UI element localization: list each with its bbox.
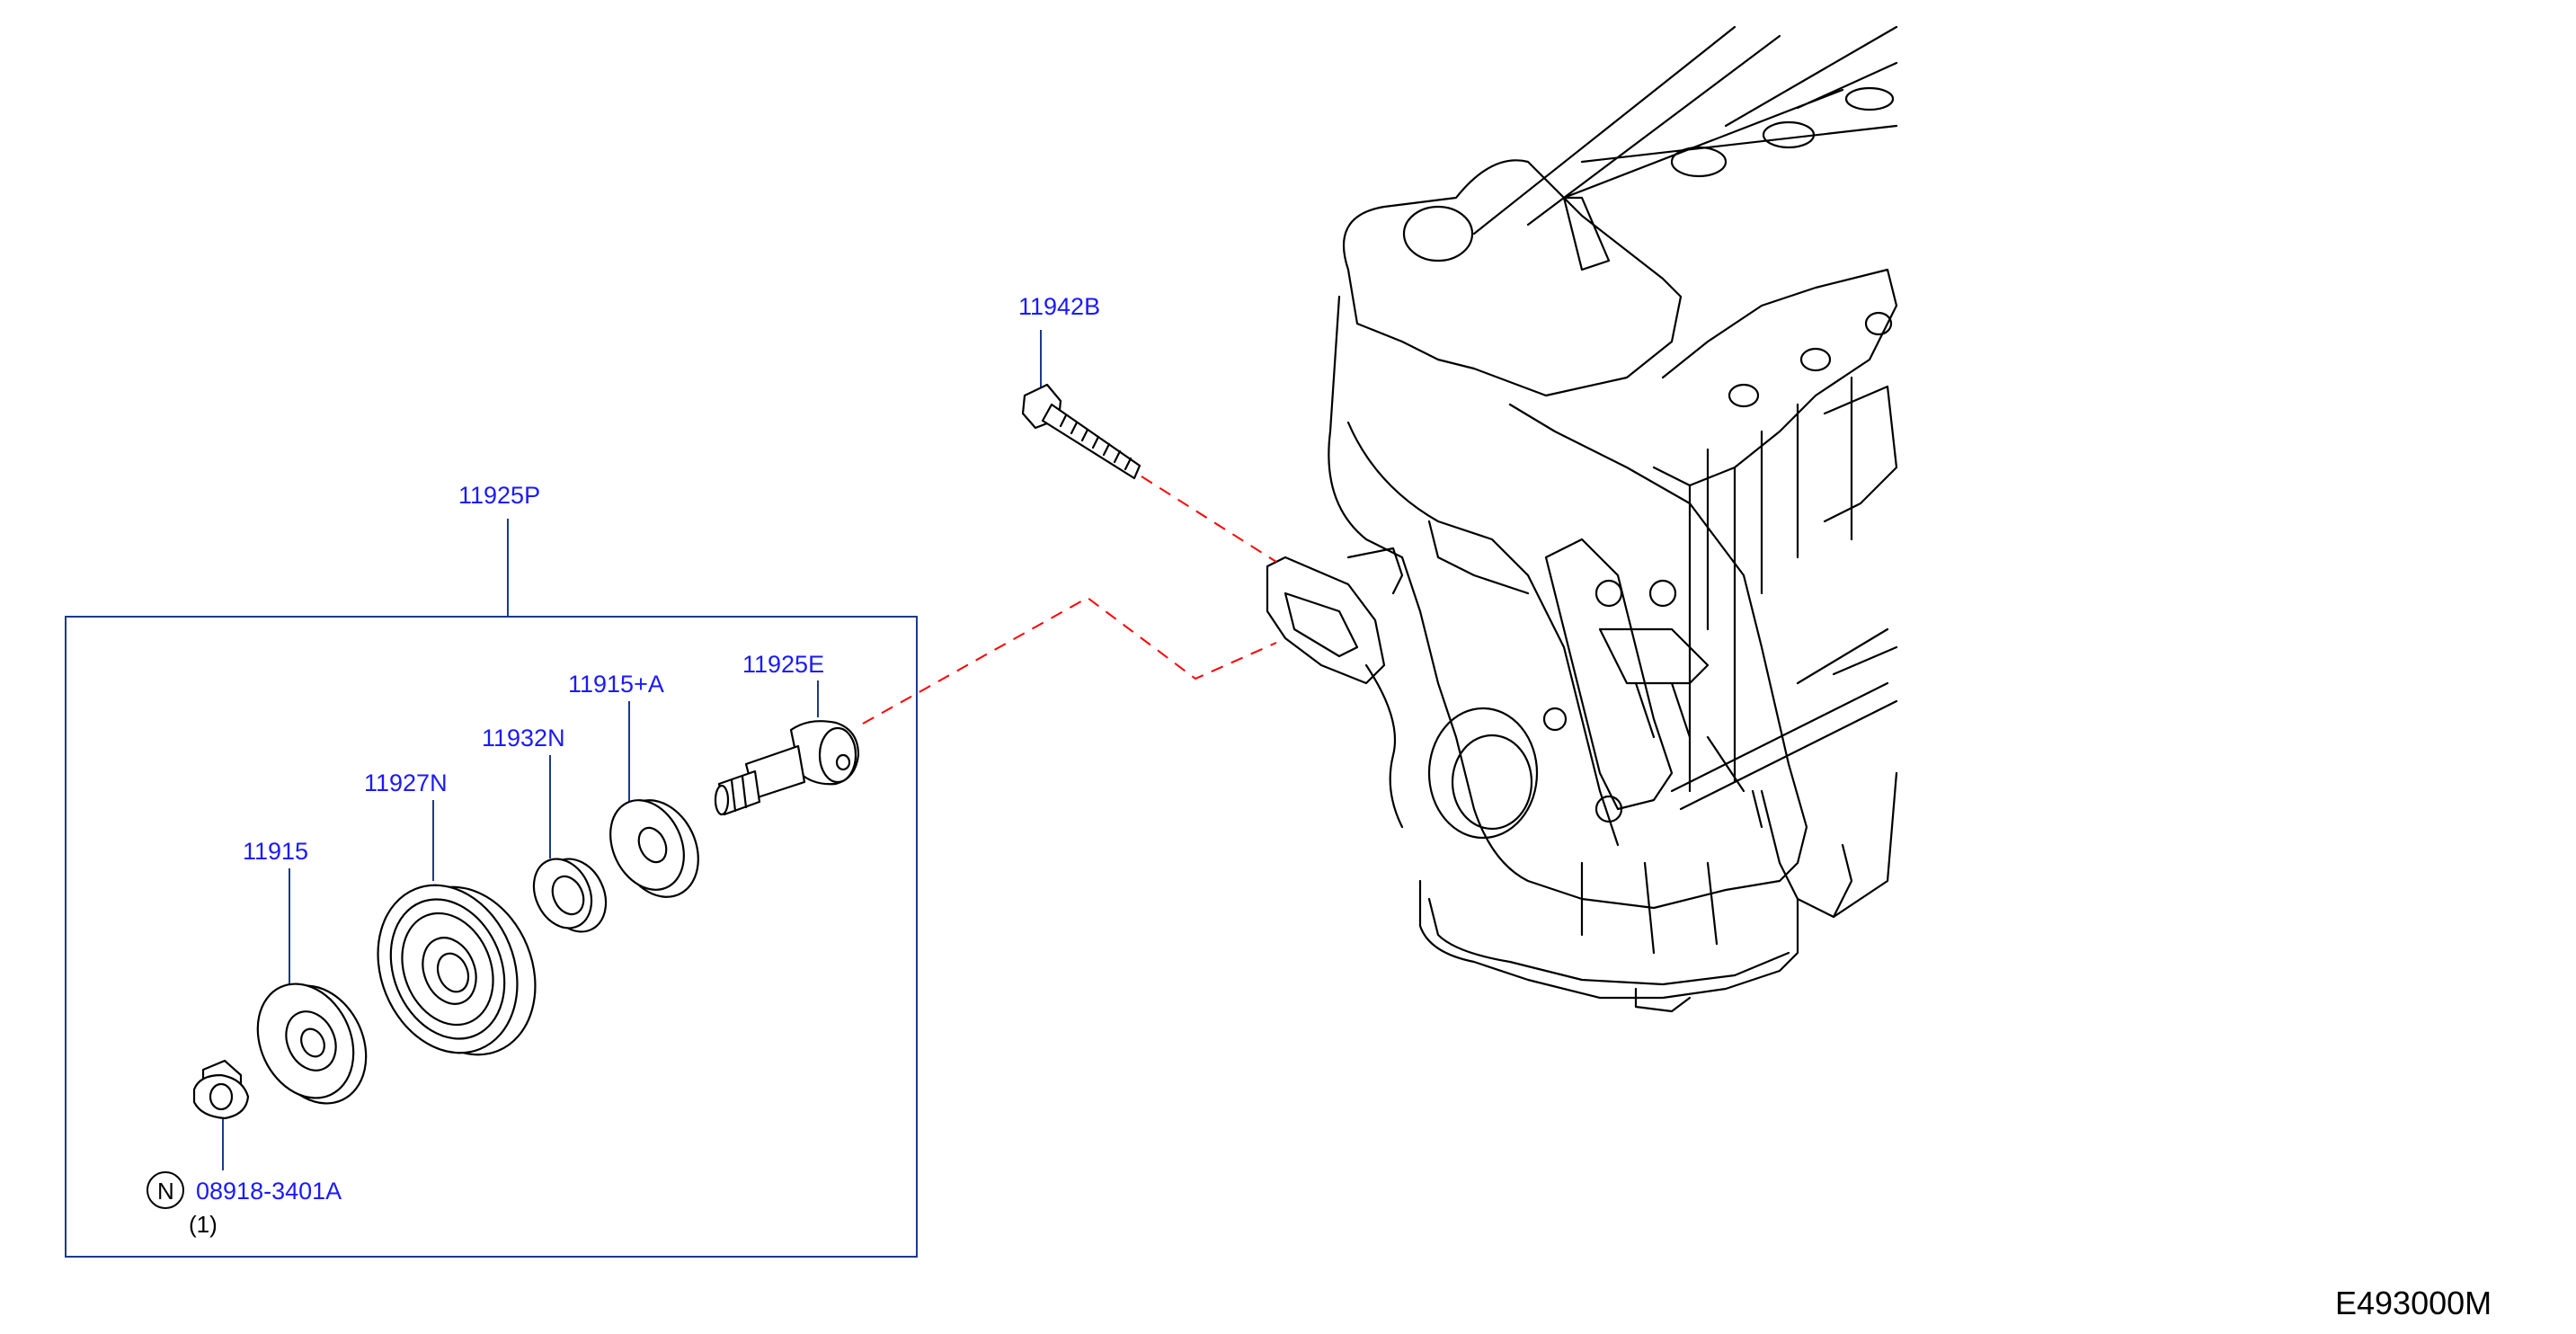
bolt-11942B[interactable] [1021,330,1141,480]
new-part-marker-text: N [157,1178,174,1205]
washer-11915[interactable] [240,868,385,1120]
label-08918-3401A[interactable]: 08918-3401A [196,1178,342,1205]
label-11927N[interactable]: 11927N [364,769,448,796]
pulley-11927N[interactable] [353,800,559,1076]
kit-frame-11925P [65,616,918,1258]
bearing-11932N[interactable] [523,755,617,942]
label-11942B[interactable]: 11942B [1018,293,1100,320]
label-11932N[interactable]: 11932N [482,725,565,751]
washer-11915A[interactable] [597,701,714,911]
bolt-link-line [1141,476,1277,563]
label-11915A[interactable]: 11915+A [568,671,664,698]
nut-08918-3401A[interactable] [192,1059,250,1170]
new-part-marker: N [147,1171,184,1209]
idler-stud-11925E[interactable] [714,680,860,816]
stud-link-line [862,596,1277,725]
diagram-code: E493000M [2335,1285,2492,1321]
engine-block-illustration [1266,25,1898,1013]
label-11925P[interactable]: 11925P [458,482,540,509]
quantity-label: (1) [189,1211,218,1238]
label-11925E[interactable]: 11925E [742,651,824,678]
label-11915[interactable]: 11915 [243,838,308,865]
